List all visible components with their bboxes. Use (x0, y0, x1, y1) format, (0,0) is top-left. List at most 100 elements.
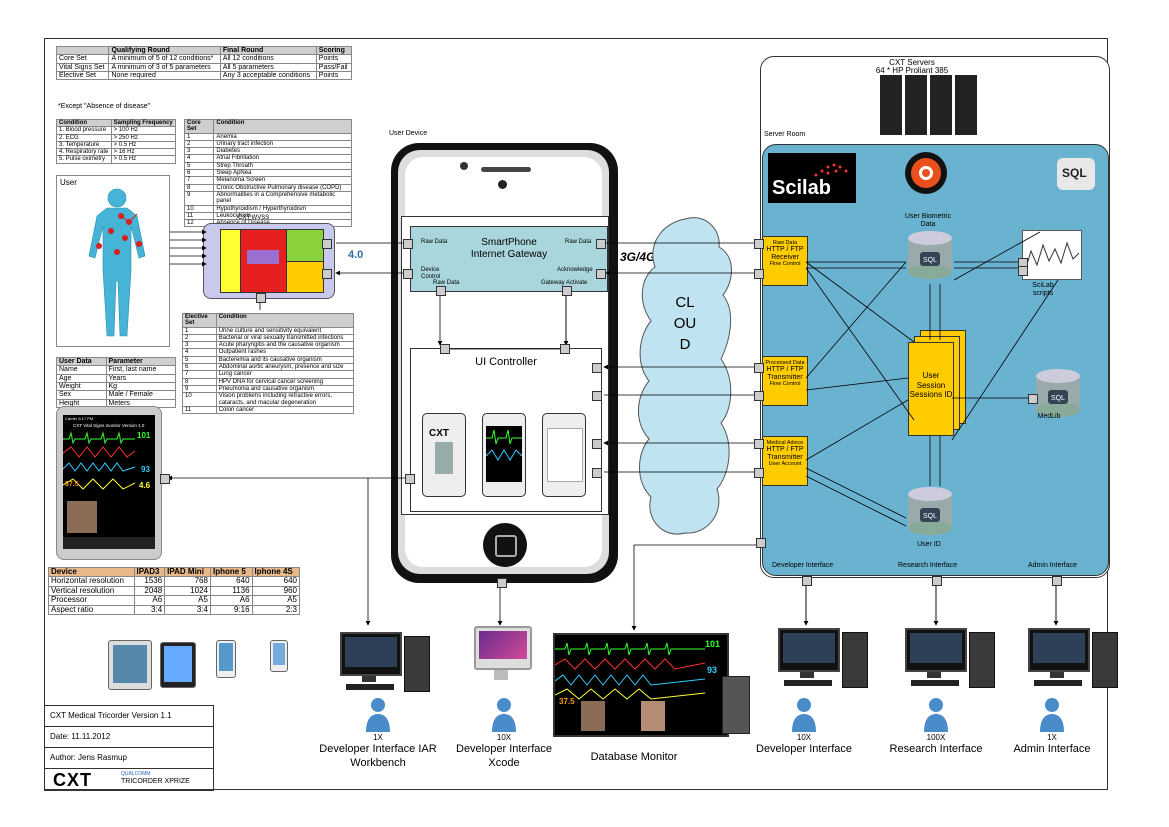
table-cell: Pass/Fail (315, 62, 353, 73)
table-cell: Hypothyroidism / Hyperthyroidism (213, 204, 352, 213)
interface-title: Developer Interface (756, 743, 852, 755)
port (592, 468, 602, 478)
user-count: 10X (796, 733, 812, 742)
wvss-radio (286, 229, 324, 263)
table-cell: 1536 (133, 576, 166, 587)
tx1-top: Processed Data (765, 360, 805, 366)
table-cell: 2 (183, 139, 215, 149)
admin-computer[interactable] (1028, 628, 1128, 690)
table-cell: 9 (183, 190, 215, 206)
table-cell: Abnormalities in a Comprehensive metabol… (213, 190, 352, 206)
table-cell: 11 (183, 211, 215, 221)
table-cell: > 0.5 Hz (110, 155, 177, 164)
sql-logo-text: SQL (1062, 166, 1087, 180)
table-cell: Any 3 acceptable conditions (219, 71, 317, 81)
table-header: Condition (215, 313, 355, 328)
person-icon (1038, 696, 1066, 732)
cxt-logo: CXT (53, 770, 92, 790)
table-cell: 5 (183, 161, 215, 171)
table-cell: 5. Pulse oximetry (56, 155, 112, 164)
server-racks (880, 75, 977, 135)
screen-thumb-3 (542, 413, 586, 497)
port (1052, 576, 1062, 586)
tx2-title: HTTP / FTP Transmitter (766, 446, 804, 461)
servers-title: CXT Servers (889, 58, 935, 67)
table-cell: 8 (183, 183, 215, 192)
table-cell: Cronic Obstructive Pulmonary disease (CO… (213, 183, 352, 192)
table-cell: 4 (183, 154, 215, 163)
port (403, 269, 413, 279)
ui-controller-title: UI Controller (475, 356, 537, 368)
research-computer[interactable] (905, 628, 1005, 690)
wvss-label: CXT WVSS (238, 215, 270, 221)
table-cell: Urine culture and sensitivity equivalent (215, 326, 355, 335)
person-icon (790, 696, 818, 732)
table-cell: A5 (164, 595, 211, 606)
table-cell: Points (315, 71, 353, 81)
table-cell: Diabetes (213, 147, 352, 156)
table-cell: Atrial Fibrillation (213, 154, 352, 163)
table-cell: 11 (182, 405, 217, 415)
user-count: 100X (926, 733, 946, 742)
table-cell: 640 (251, 576, 301, 587)
table-header: IPAD Mini (164, 566, 211, 578)
port (592, 363, 602, 373)
user-count: 1X (1047, 733, 1057, 742)
http-transmitter-2: Medical Advice HTTP / FTP Transmitter Us… (762, 436, 808, 486)
port (405, 474, 415, 484)
table-header (55, 45, 110, 56)
scilab-scripts-icon (1022, 230, 1082, 280)
user-device-label: User Device (389, 130, 428, 137)
screen-thumb-1: CXT (422, 413, 466, 497)
database-monitor-tower (722, 676, 750, 734)
ubuntu-logo (905, 152, 947, 194)
port (1028, 394, 1038, 404)
wvss-device[interactable] (203, 223, 335, 299)
gw-raw-left: Raw Data (421, 239, 448, 245)
table-cell: Sleep ApNea (213, 169, 352, 178)
svg-text:SQL: SQL (923, 257, 937, 264)
port (802, 576, 812, 586)
table-cell: Points (315, 54, 353, 64)
table-cell: Vertical resolution (48, 585, 135, 597)
recv-title: HTTP / FTP Receiver (766, 246, 804, 261)
author-text: Author: Jens Rasmup (45, 748, 213, 769)
developer-computer[interactable] (778, 628, 878, 690)
user-count: 10X (496, 733, 512, 742)
table-cell: 10 (183, 204, 215, 213)
table-cell: Bacteremia and its causative organism (215, 355, 355, 365)
port (440, 344, 450, 354)
table-cell: 768 (164, 576, 211, 587)
gw-acknowledge: Acknowledge (557, 267, 593, 273)
port (160, 474, 170, 484)
iar-workbench-computer[interactable] (340, 632, 440, 694)
tablet-device[interactable]: Carrier 5:17 PM CXT Vital Signs monitor … (56, 406, 162, 560)
ipad-mini-image (160, 642, 196, 688)
table-cell: 1 (182, 326, 217, 335)
table-cell: HPV DNA for cervical cancer screening (215, 377, 355, 386)
table-header: Elective Set (182, 313, 217, 328)
table-cell: First, last name (105, 365, 177, 375)
interface-title: Admin Interface (1013, 743, 1091, 755)
cloud-label: CLOUD (673, 294, 697, 353)
table-header: Iphone 4S (251, 566, 301, 578)
table-header: Core Set (183, 119, 215, 134)
gateway-box: SmartPhone Internet Gateway Raw Data Raw… (410, 226, 608, 292)
tablet-status: Carrier 5:17 PM (65, 416, 94, 421)
home-button[interactable] (483, 523, 527, 567)
table-cell: Abdominal aortic aneurysm, presence and … (215, 363, 355, 372)
xcode-computer[interactable] (474, 626, 574, 688)
